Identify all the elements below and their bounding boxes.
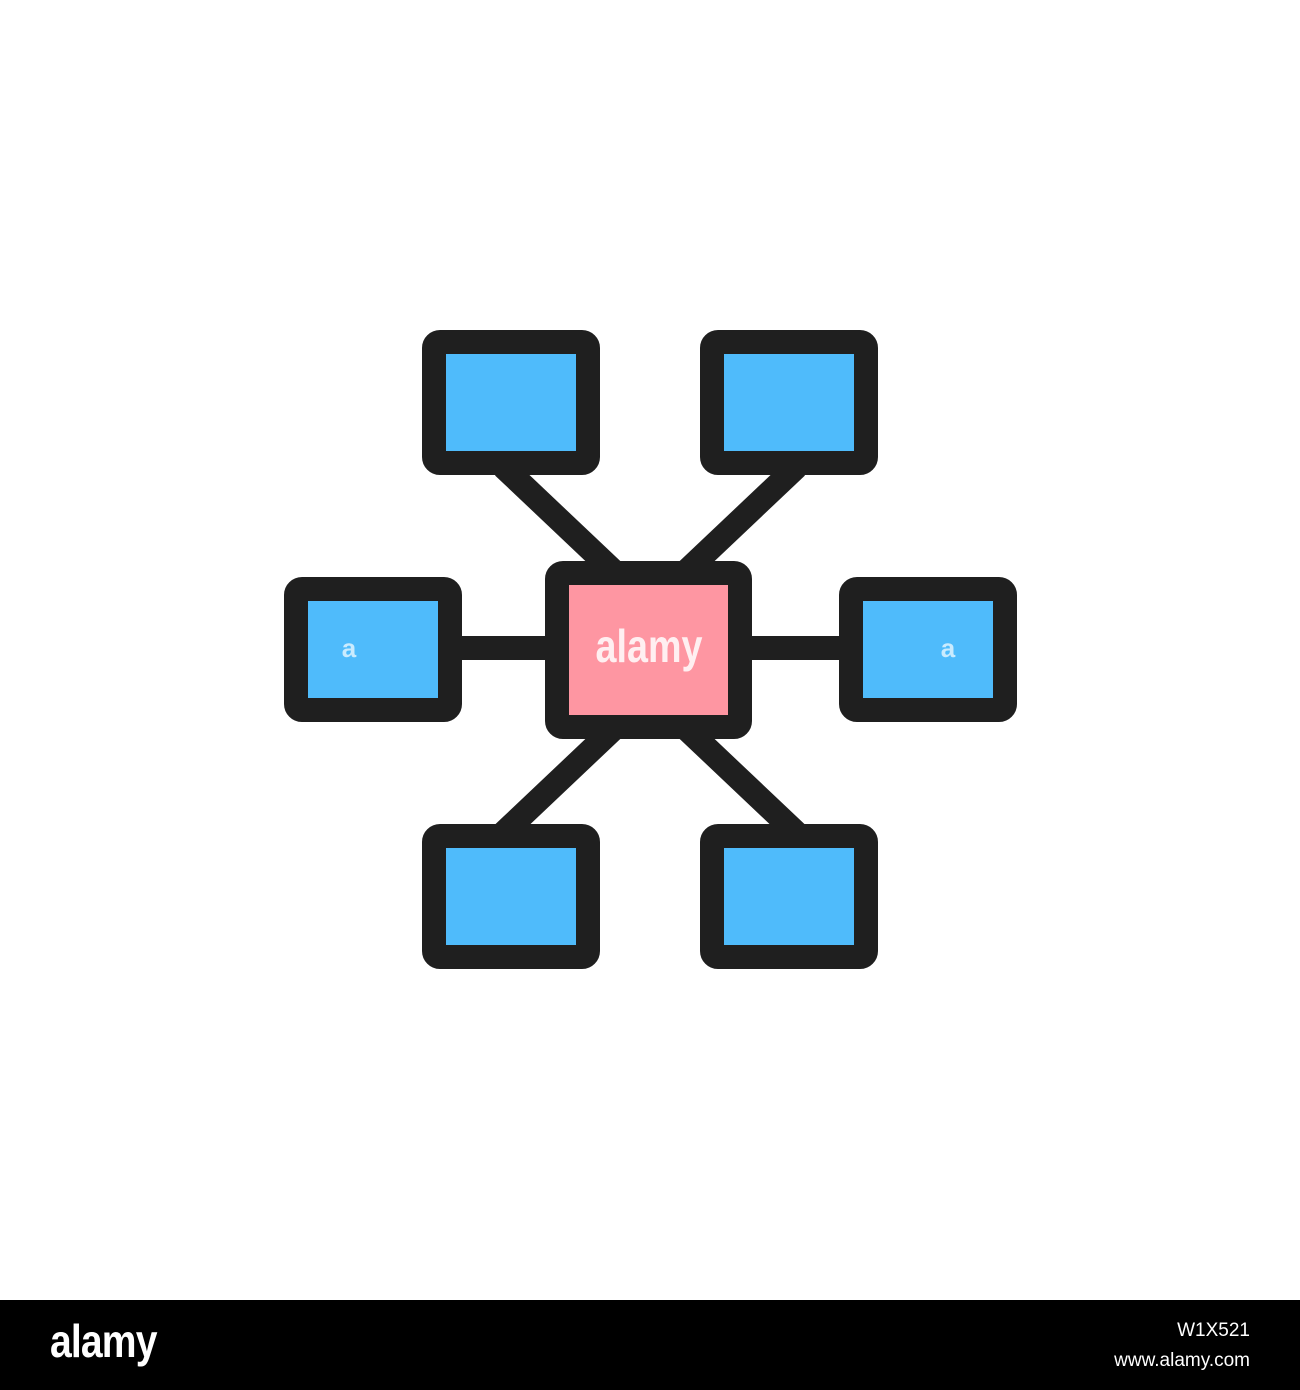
outer-nodes [284, 330, 1017, 969]
site-url: www.alamy.com [1114, 1350, 1250, 1371]
icon-canvas: alamy a a [284, 330, 1017, 969]
footer-meta: W1X521 www.alamy.com [1114, 1316, 1250, 1376]
image-id: W1X521 [1177, 1320, 1250, 1341]
network-hub-icon: alamy a a [284, 330, 1017, 969]
node-bottom-right [700, 824, 878, 969]
watermark-right: a [941, 633, 956, 663]
node-bottom-left [422, 824, 600, 969]
hub-node [545, 561, 752, 739]
node-top-right [700, 330, 878, 475]
node-left [284, 577, 462, 722]
node-right [839, 577, 1017, 722]
node-top-left [422, 330, 600, 475]
watermark-center: alamy [596, 620, 703, 671]
alamy-logo: alamy [50, 1315, 157, 1367]
footer-bar: alamy W1X521 www.alamy.com [0, 1300, 1300, 1390]
watermark-left: a [342, 633, 357, 663]
